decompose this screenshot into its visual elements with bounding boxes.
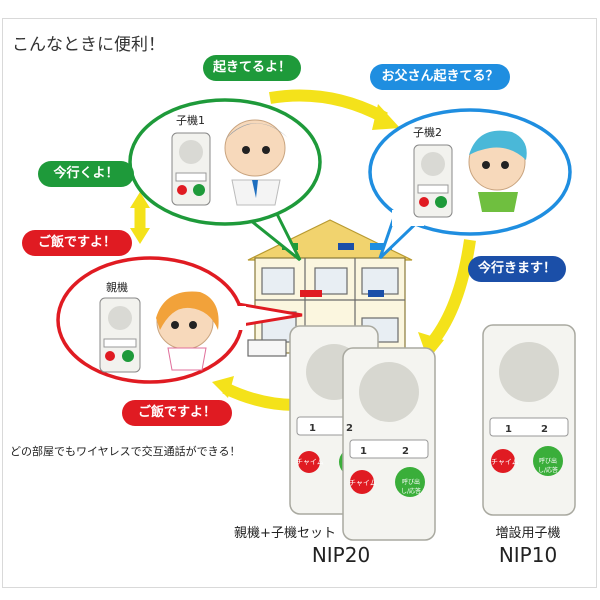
arrow-right-head bbox=[418, 332, 444, 360]
chime-label-front: チャイム bbox=[349, 479, 377, 487]
product-device-nip20-front bbox=[342, 347, 436, 541]
mini-device-koki1 bbox=[171, 132, 211, 206]
arrow-top-head bbox=[372, 104, 400, 130]
product-extra-label: 増設用子機 bbox=[495, 526, 561, 541]
bubble-label-ikimasu: 今行きます！ bbox=[468, 256, 566, 282]
chime-label-back: チャイム bbox=[296, 458, 324, 466]
product-device-nip10 bbox=[482, 324, 576, 516]
room-tag-4 bbox=[300, 290, 322, 297]
room-tag-3 bbox=[370, 243, 392, 250]
bubble-label-gohan-left: ご飯ですよ！ bbox=[22, 230, 132, 256]
device-key-1-nip10: 1 bbox=[505, 424, 512, 435]
boy-character bbox=[468, 130, 527, 212]
device-key-1-front: 1 bbox=[360, 446, 367, 457]
page-title: こんなときに便利！ bbox=[12, 35, 165, 55]
call-label-front: 呼び出し/応答 bbox=[400, 479, 422, 495]
product-extra-model: NIP10 bbox=[498, 543, 558, 567]
product-set-model: NIP20 bbox=[311, 543, 371, 567]
arrow-left-head-down bbox=[130, 228, 150, 244]
call-label-nip10: 呼び出し/応答 bbox=[537, 458, 559, 474]
product-set-label: 親機+子機セット bbox=[234, 526, 336, 541]
arrow-bottom bbox=[222, 382, 296, 411]
room-tag-5 bbox=[368, 290, 384, 297]
role-label-oyaki: 親機 bbox=[106, 281, 128, 294]
mini-device-koki2 bbox=[413, 144, 453, 218]
device-key-2-nip10: 2 bbox=[541, 424, 548, 435]
device-key-2: 2 bbox=[346, 423, 353, 434]
mini-device-oyaki bbox=[99, 297, 141, 373]
role-label-koki2: 子機2 bbox=[413, 126, 442, 139]
bubble-label-otousan: お父さん起きてる？ bbox=[370, 64, 510, 90]
room-tag-2 bbox=[338, 243, 354, 250]
grandfather-character bbox=[224, 119, 288, 206]
role-label-koki1: 子機1 bbox=[176, 114, 205, 127]
arrow-top bbox=[269, 89, 388, 124]
bubble-label-okiteru: 起きてるよ！ bbox=[203, 55, 301, 81]
arrow-left-head-up bbox=[130, 192, 150, 208]
chime-label-nip10: チャイム bbox=[491, 458, 519, 466]
mother-character bbox=[156, 291, 219, 371]
device-key-2-front: 2 bbox=[402, 446, 409, 457]
bubble-label-ikuyo: 今行くよ！ bbox=[38, 161, 134, 187]
image-border bbox=[2, 18, 597, 588]
arrow-bottom-head bbox=[212, 376, 234, 398]
arrow-right bbox=[425, 239, 476, 349]
feature-caption: どの部屋でもワイヤレスで交互通話ができる！ bbox=[10, 445, 241, 458]
bubble-red-tail-cover bbox=[232, 306, 246, 330]
bubble-label-gohan-bottom: ご飯ですよ！ bbox=[122, 400, 232, 426]
device-key-1: 1 bbox=[309, 423, 316, 434]
